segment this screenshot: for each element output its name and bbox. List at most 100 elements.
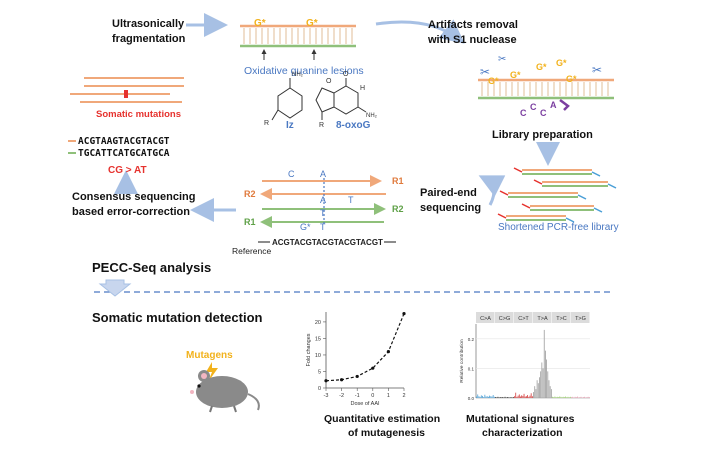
- read-base: T: [348, 195, 354, 205]
- signatures-label-line1: Mutational signatures: [466, 413, 575, 425]
- data-point: [386, 350, 390, 354]
- lesion-base-label: G*: [306, 18, 318, 29]
- somatic-mutation-illustration: Somatic mutations: [70, 77, 184, 120]
- fragmentation-label-line1: Ultrasonically: [112, 18, 185, 30]
- signature-bar: [501, 397, 502, 398]
- signature-bar: [490, 396, 492, 398]
- signature-bar: [529, 395, 531, 398]
- signature-bar: [488, 396, 489, 398]
- y-tick-label: 20: [315, 320, 321, 326]
- signature-bar: [503, 397, 505, 398]
- atom-label: NH₂: [366, 113, 378, 119]
- adapter: [521, 203, 531, 209]
- signature-bar: [533, 392, 534, 398]
- lesions-label: Oxidative guanine lesions: [244, 65, 364, 77]
- reference-label: Reference: [232, 246, 271, 256]
- fragmentation-step: Ultrasonically fragmentation: [112, 13, 228, 45]
- signature-bar: [476, 396, 477, 398]
- iz-bond: [271, 109, 279, 121]
- signature-bar: [479, 396, 481, 398]
- signature-bar: [483, 397, 485, 398]
- x-axis-title: Dose of AAI: [350, 401, 380, 407]
- signature-bar: [579, 397, 581, 398]
- adapter: [591, 171, 601, 177]
- mouse-leg: [233, 405, 237, 413]
- signature-bar: [517, 395, 519, 398]
- signature-bar: [545, 350, 546, 398]
- signature-bar: [518, 394, 520, 398]
- x-tick-label: 1: [387, 393, 390, 399]
- chemical-structures: [271, 78, 367, 121]
- category-header: [552, 312, 571, 323]
- signature-bar: [480, 395, 482, 398]
- library-step: Library preparation: [492, 129, 593, 166]
- chemical-labels: NH₂ R O O H NH₂ R Iz 8-oxoG: [264, 71, 378, 131]
- signature-bar: [578, 397, 580, 398]
- somatic-detection-heading: Somatic mutation detection: [92, 310, 263, 325]
- read-base: G*: [300, 222, 311, 232]
- y-tick-label: 0.1: [468, 366, 475, 371]
- signature-bar: [565, 396, 566, 398]
- signature-bar: [569, 396, 571, 398]
- signature-bar: [555, 397, 557, 398]
- read-base: T: [320, 208, 326, 218]
- signature-bar: [516, 396, 518, 398]
- atom-label: O: [326, 78, 332, 85]
- signature-bar: [574, 396, 576, 398]
- signature-bar: [571, 397, 572, 398]
- signature-bar: [482, 395, 483, 398]
- signature-bar: [548, 380, 550, 398]
- signature-bar: [561, 397, 563, 398]
- oxog-ring-6: [333, 85, 359, 115]
- category-header: [571, 312, 590, 323]
- signature-bar: [554, 396, 556, 398]
- signature-bar: [588, 397, 590, 398]
- signature-bar: [485, 396, 487, 398]
- oxog-ring-5: [315, 87, 335, 113]
- signature-bar: [550, 389, 552, 398]
- signature-bar: [478, 396, 480, 398]
- signature-bar: [541, 362, 543, 398]
- signature-bar: [515, 392, 517, 398]
- signature-bar: [491, 396, 493, 398]
- lesion-base-label: G*: [556, 58, 567, 68]
- excised-base: C: [530, 102, 537, 112]
- consensus-label-line1: Consensus sequencing: [72, 191, 195, 203]
- excised-base: C: [520, 108, 527, 118]
- atom-label: R: [264, 120, 269, 127]
- category-label: T>G: [575, 316, 586, 322]
- data-point: [371, 366, 375, 370]
- lightning-icon: [206, 362, 218, 382]
- quant-label-line2: of mutagenesis: [348, 427, 425, 439]
- signature-bar: [511, 397, 513, 398]
- paired-end-label-line2: sequencing: [420, 202, 481, 214]
- category-header: [495, 312, 514, 323]
- signature-bar: [536, 380, 538, 398]
- dose-response-line: [325, 313, 405, 382]
- iz-label: Iz: [286, 120, 294, 131]
- signature-bar: [546, 359, 547, 398]
- y-axis-title: Relative contribution: [459, 339, 465, 383]
- signature-bar: [522, 395, 524, 398]
- signature-bar: [496, 397, 498, 398]
- mouse-eye: [197, 384, 201, 388]
- signature-bar: [575, 397, 577, 398]
- data-point: [324, 379, 328, 383]
- mouse-body: [196, 376, 248, 408]
- excised-base: A: [550, 100, 557, 110]
- signature-bar: [477, 394, 479, 398]
- signature-bar: [530, 393, 532, 398]
- signature-bar: [543, 329, 545, 398]
- fragmentation-label-line2: fragmentation: [112, 33, 186, 45]
- signature-bar: [585, 397, 587, 398]
- signature-bar: [580, 396, 582, 398]
- signature-bar: [559, 396, 561, 398]
- signature-bar: [499, 397, 501, 398]
- signature-bar: [510, 397, 512, 398]
- x-tick-label: 2: [402, 393, 405, 399]
- signature-bar: [552, 396, 553, 398]
- pcr-free-label: Shortened PCR-free library: [498, 222, 619, 233]
- signatures-label-line2: characterization: [482, 427, 563, 439]
- mouse-nose: [190, 390, 194, 394]
